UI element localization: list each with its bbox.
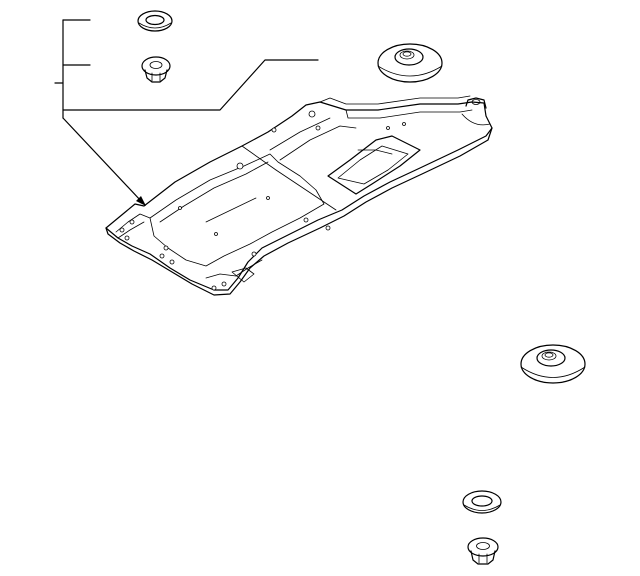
flange-nut-icon — [467, 537, 499, 565]
leader-arrowhead-icon — [136, 196, 146, 206]
grommet-icon — [377, 43, 443, 83]
washer-icon — [462, 490, 502, 514]
flange-nut-icon — [141, 56, 171, 83]
grommet-icon — [520, 344, 586, 384]
washer-icon — [137, 10, 173, 32]
callout-leader-lines — [54, 19, 319, 206]
under-cover-panel-icon — [105, 95, 493, 296]
